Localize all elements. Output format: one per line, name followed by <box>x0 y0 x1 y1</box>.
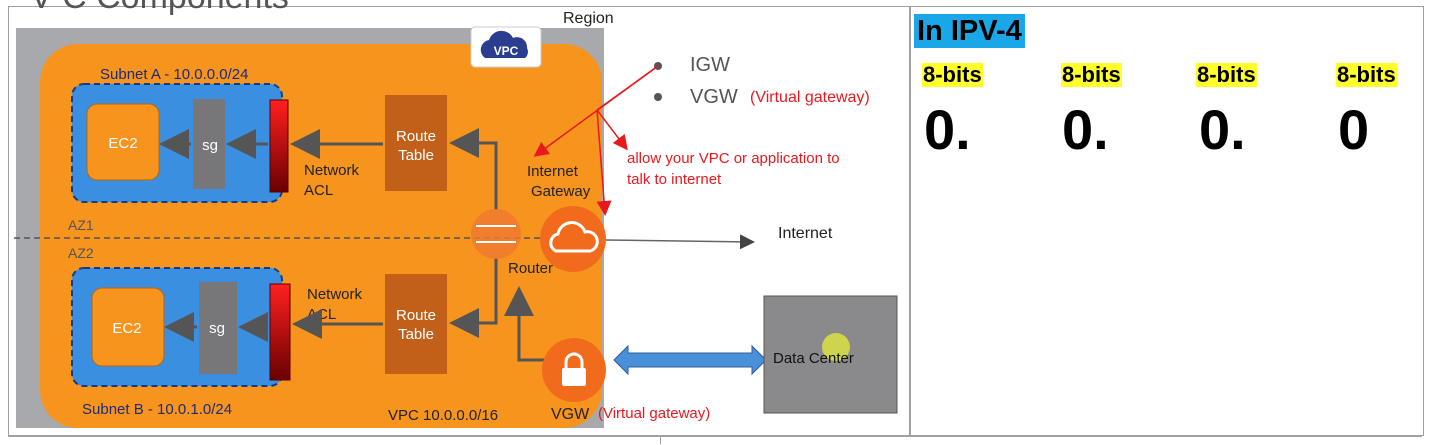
octet-4-value: 0 <box>1338 98 1370 161</box>
region-label: Region <box>563 10 614 27</box>
route-table-top-label-1: Route <box>396 128 436 145</box>
octet-1-bits: 8-bits <box>922 62 983 87</box>
annotation-arrow-4 <box>596 65 659 111</box>
sg-top-label: sg <box>202 137 218 154</box>
router-label: Router <box>508 260 553 277</box>
vpc-cidr-label: VPC 10.0.0.0/16 <box>388 407 498 424</box>
bullet-vgw-text: VGW <box>690 86 738 108</box>
route-table-top-label-2: Table <box>398 147 434 164</box>
internet-gateway-label-1: Internet <box>527 163 579 180</box>
data-center-label: Data Center <box>773 350 854 367</box>
nacl-bottom-label-2: ACL <box>307 306 336 323</box>
bullet-vgw <box>654 93 662 101</box>
nacl-bottom-label-1: Network <box>307 286 363 303</box>
subnet-a-label: Subnet A - 10.0.0.0/24 <box>100 66 248 83</box>
octet-2-bits: 8-bits <box>1061 62 1122 87</box>
octet-1-value: 0. <box>924 98 971 161</box>
annotation-arrow-2 <box>596 109 612 216</box>
octet-2-value: 0. <box>1062 98 1109 161</box>
arrow-to-internet <box>605 234 755 250</box>
router-icon <box>471 209 521 259</box>
sg-top <box>193 99 225 189</box>
ec2-bottom-label: EC2 <box>112 320 141 337</box>
vgw-label: VGW <box>551 406 590 423</box>
bottom-cell-divider <box>660 436 661 444</box>
heading-fragment: V C Components <box>30 0 289 16</box>
nacl-top <box>269 99 289 193</box>
nacl-bottom <box>269 283 291 381</box>
annotation-line-1: allow your VPC or application to <box>627 150 840 167</box>
az1-label: AZ1 <box>68 217 94 233</box>
octet-3-value: 0. <box>1199 98 1246 161</box>
arrow-router-rt-top <box>449 128 498 210</box>
vgw-icon <box>542 338 606 402</box>
ipv4-title: In IPV-4 <box>914 14 1025 48</box>
octet-4-bits: 8-bits <box>1336 62 1397 87</box>
subnet-b-label: Subnet B - 10.0.1.0/24 <box>82 401 232 418</box>
internet-label: Internet <box>778 225 833 242</box>
bottom-table-row <box>8 436 1422 445</box>
bullet-igw-text: IGW <box>690 54 730 76</box>
bullet-vgw-note: (Virtual gateway) <box>750 89 870 106</box>
internet-gateway-label-2: Gateway <box>531 183 591 200</box>
internet-gateway-icon <box>540 206 606 272</box>
route-table-top <box>385 95 447 191</box>
octet-3-bits: 8-bits <box>1196 62 1257 87</box>
nacl-top-label-1: Network <box>304 162 360 179</box>
vgw-note: (Virtual gateway) <box>598 405 710 422</box>
route-table-bottom-label-2: Table <box>398 326 434 343</box>
route-table-bottom-label-1: Route <box>396 307 436 324</box>
vpn-connection-arrow <box>613 344 767 376</box>
az2-label: AZ2 <box>68 245 94 261</box>
nacl-top-label-2: ACL <box>304 182 333 199</box>
svg-text:VPC: VPC <box>494 44 519 58</box>
annotation-arrow-3 <box>596 109 628 151</box>
route-table-bottom <box>385 274 447 374</box>
vpc-badge: VPC <box>470 26 542 68</box>
sg-bottom <box>199 282 237 374</box>
ec2-top-label: EC2 <box>108 135 137 152</box>
sg-bottom-label: sg <box>209 320 225 337</box>
arrow-router-rt-bottom <box>449 258 498 338</box>
annotation-line-2: talk to internet <box>627 171 722 188</box>
cursor-highlight <box>822 333 850 361</box>
